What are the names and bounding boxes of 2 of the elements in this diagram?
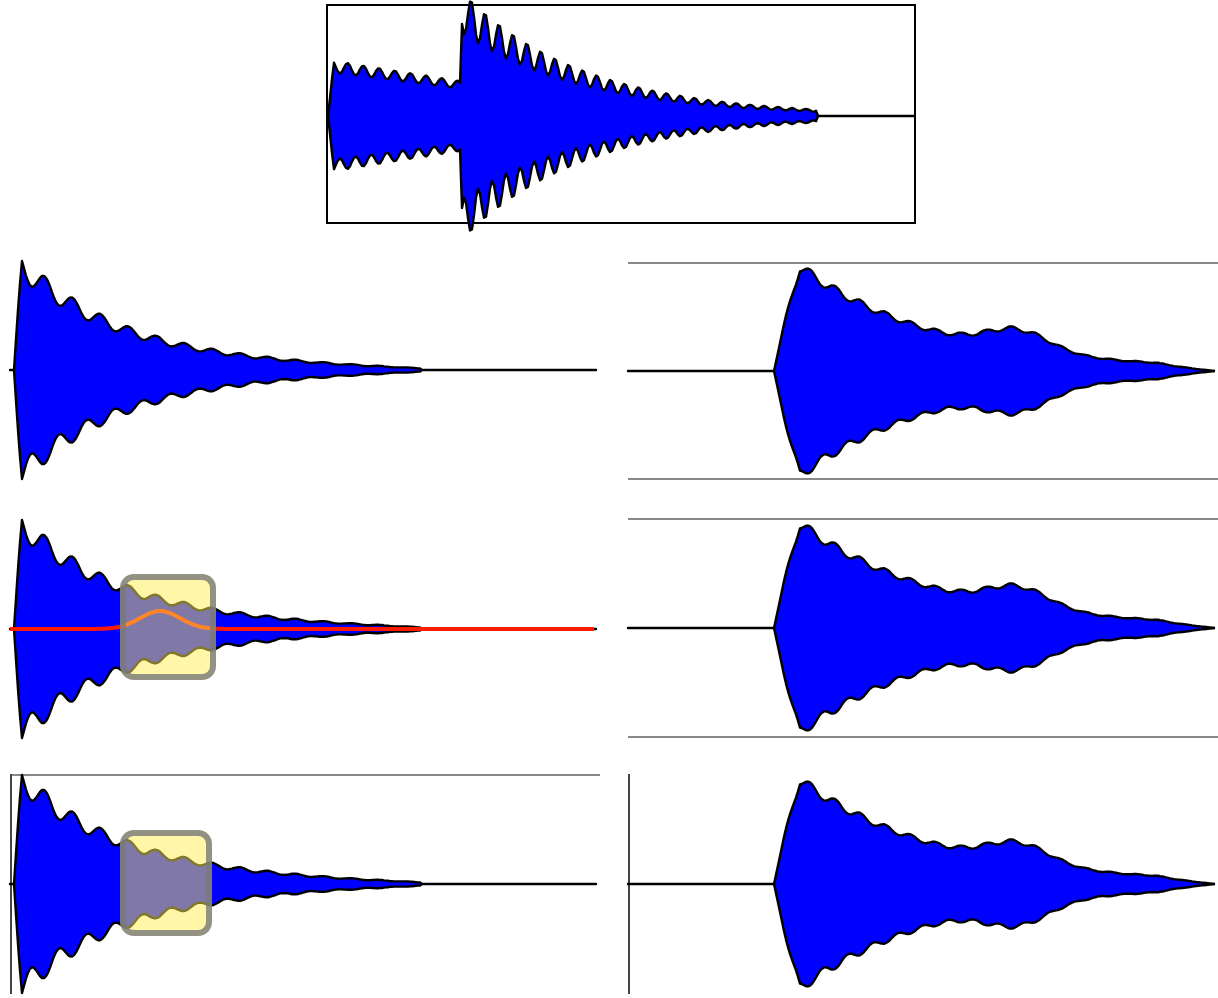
highlight-box <box>120 830 212 936</box>
highlight-box <box>120 574 216 680</box>
